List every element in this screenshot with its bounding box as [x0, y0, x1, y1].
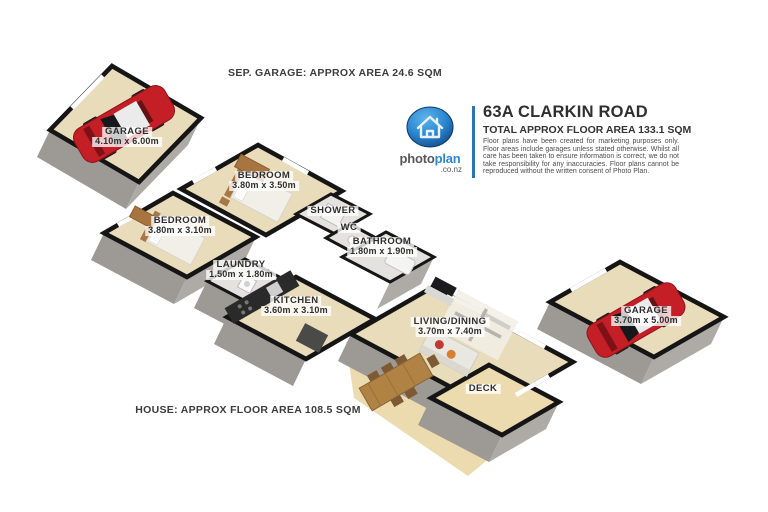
disclaimer-text: Floor plans have been created for market… — [483, 138, 679, 176]
photoplan-logo: photoplan .co.nz — [394, 106, 466, 174]
room-floor-deck — [426, 362, 564, 438]
logo-wordmark: photoplan — [394, 151, 466, 166]
logo-word-photo: photo — [399, 151, 435, 166]
dining-table-illustration — [358, 352, 440, 412]
logo-word-plan: plan — [434, 151, 461, 166]
house-icon — [406, 106, 454, 148]
toilet-illustration — [347, 235, 357, 245]
property-address: 63A CLARKIN ROAD — [483, 103, 648, 121]
sofa-illustration — [418, 327, 480, 377]
tv-unit-illustration — [424, 276, 457, 307]
house-area-annotation: HOUSE: APPROX FLOOR AREA 108.5 SQM — [135, 404, 361, 416]
title-accent-rule — [472, 106, 475, 178]
kitchen-island-illustration — [295, 323, 329, 353]
total-floor-area: TOTAL APPROX FLOOR AREA 133.1 SQM — [483, 124, 692, 136]
kitchen-bench-illustration — [224, 270, 300, 324]
sep-garage-area-annotation: SEP. GARAGE: APPROX AREA 24.6 SQM — [228, 67, 442, 79]
logo-tld: .co.nz — [440, 165, 462, 174]
